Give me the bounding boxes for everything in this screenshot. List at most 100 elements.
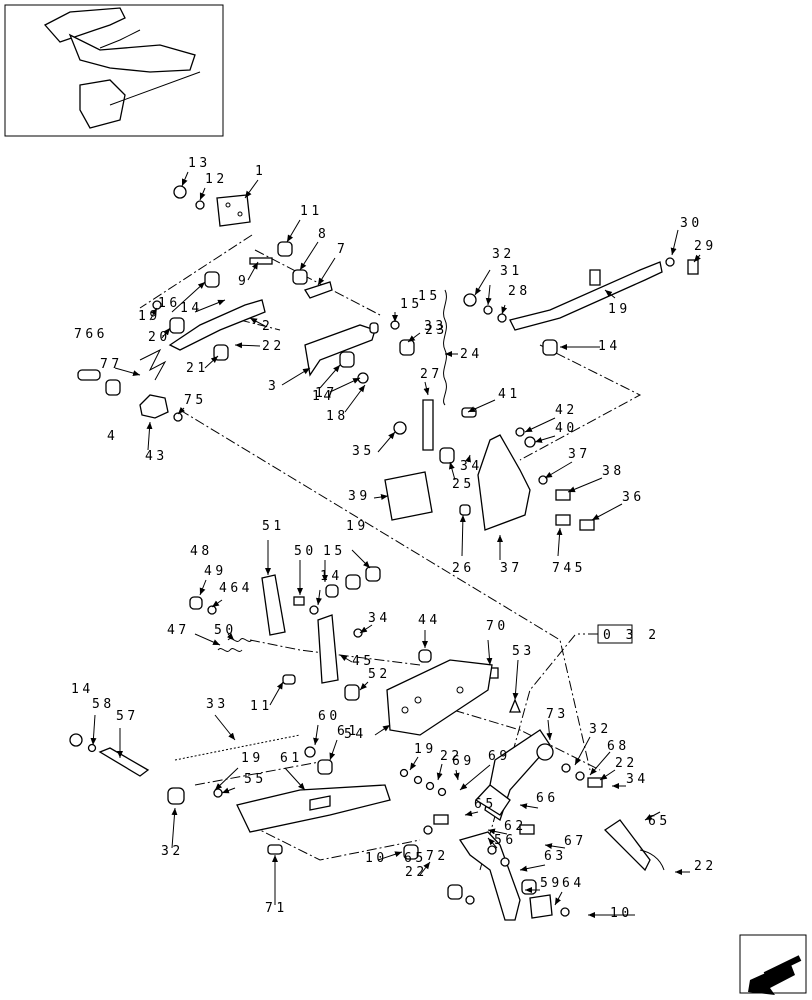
- callout-label: 22: [615, 756, 638, 771]
- callout-label: 20: [148, 330, 171, 345]
- callout-label: 1: [255, 164, 266, 179]
- callout-arrow: [693, 254, 701, 263]
- callout-arrow: [374, 724, 391, 736]
- callout-arrow: [234, 342, 261, 349]
- callout-label: 19: [414, 742, 437, 757]
- callout-label: 73: [546, 707, 569, 722]
- callout-label: 14: [71, 682, 94, 697]
- callout-arrow: [249, 317, 266, 327]
- callout-label: 28: [508, 284, 531, 299]
- callout-label: 11: [300, 204, 323, 219]
- callout-label: 22: [694, 859, 717, 874]
- callout-arrow: [339, 654, 353, 663]
- callout-arrow: [377, 851, 403, 861]
- callout-label: 15: [400, 297, 423, 312]
- callout-label: 18: [326, 409, 349, 424]
- callout-label: 48: [190, 544, 213, 559]
- callout-label: 32: [492, 247, 515, 262]
- callout-arrow: [599, 769, 616, 781]
- callout-arrow: [214, 714, 236, 741]
- callout-label: 65: [648, 814, 671, 829]
- callout-arrow: [554, 891, 563, 906]
- callout-arrow: [315, 589, 322, 606]
- return-arrow-icon[interactable]: [739, 934, 807, 995]
- callout-label: 22: [405, 865, 428, 880]
- callout-label: 29: [694, 239, 717, 254]
- callout-arrow: [359, 624, 373, 634]
- callout-label: 65: [474, 797, 497, 812]
- callout-label: 14: [320, 569, 343, 584]
- callout-label: 25: [452, 477, 475, 492]
- callout-arrow: [199, 579, 207, 596]
- callout-label: 16: [158, 296, 181, 311]
- callout-arrow: [286, 219, 301, 243]
- callout-label: 24: [460, 347, 483, 362]
- callout-arrow: [221, 787, 236, 794]
- callout-label: 42: [555, 403, 578, 418]
- callout-arrow: [269, 681, 284, 706]
- callout-arrow: [344, 384, 366, 413]
- callout-arrow: [146, 421, 153, 451]
- callout-arrow: [211, 599, 223, 608]
- callout-label: 60: [318, 709, 341, 724]
- reference-code: 0 3 2: [603, 628, 660, 643]
- callout-arrow: [464, 810, 479, 817]
- leader-lines: [139, 234, 642, 871]
- callout-arrow: [244, 179, 259, 199]
- callout-label: 44: [418, 613, 441, 628]
- callout-label: 7: [337, 242, 348, 257]
- callout-label: 65: [404, 851, 427, 866]
- callout-label: 63: [544, 849, 567, 864]
- callout-arrow: [177, 406, 186, 415]
- callout-label: 61: [280, 751, 303, 766]
- overview-thumbnail: [4, 4, 224, 137]
- callout-label: 61: [337, 724, 360, 739]
- callout-arrow: [299, 241, 319, 271]
- callout-arrow: [171, 807, 178, 849]
- callout-arrow: [284, 767, 306, 791]
- callout-arrow: [459, 514, 466, 557]
- center-bracket-parts: [384, 399, 595, 531]
- callout-label: 59: [540, 876, 563, 891]
- callout-arrow: [474, 269, 491, 296]
- callout-label: 71: [265, 901, 288, 916]
- callout-label: 39: [348, 489, 371, 504]
- callout-arrow: [644, 811, 661, 821]
- callout-arrow: [204, 355, 219, 369]
- callout-arrow: [319, 364, 341, 389]
- callout-label: 9: [238, 274, 249, 289]
- callout-label: 14: [312, 389, 335, 404]
- callout-label: 64: [562, 876, 585, 891]
- callout-arrow: [485, 284, 492, 306]
- callout-arrow: [670, 229, 679, 256]
- callout-arrow: [329, 739, 338, 761]
- callout-label: 38: [602, 464, 625, 479]
- callout-label: 69: [452, 754, 475, 769]
- callout-label: 50: [294, 544, 317, 559]
- callout-label: 57: [116, 709, 139, 724]
- callout-label: 13: [188, 156, 211, 171]
- callout-arrow: [329, 377, 361, 393]
- callout-label: 36: [622, 490, 645, 505]
- callout-arrow: [114, 367, 141, 377]
- upper-linkage-parts: [152, 185, 699, 406]
- callout-label: 15: [323, 544, 346, 559]
- callout-label: 19: [346, 519, 369, 534]
- callout-label: 70: [486, 619, 509, 634]
- callout-arrow: [512, 659, 519, 701]
- callout-label: 10: [610, 906, 633, 921]
- callout-label: 58: [92, 697, 115, 712]
- callout-arrow: [465, 454, 471, 463]
- middle-left-parts: [189, 566, 381, 701]
- callout-arrow: [487, 828, 508, 835]
- left-mid-parts: [77, 348, 183, 422]
- callout-label: 745: [552, 561, 586, 576]
- callout-label: 40: [555, 421, 578, 436]
- callout-arrow: [194, 633, 221, 646]
- callout-arrow: [574, 736, 591, 766]
- callout-label: 12: [205, 172, 228, 187]
- callout-label: 11: [250, 699, 273, 714]
- callout-arrow: [247, 261, 259, 281]
